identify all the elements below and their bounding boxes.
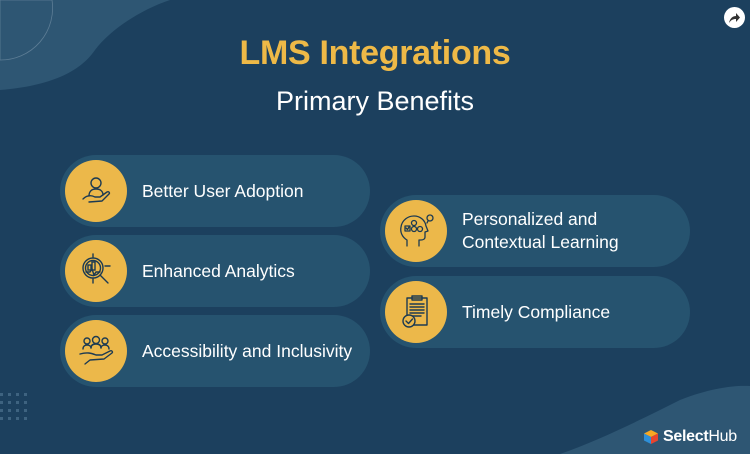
- clipboard-check-icon: [385, 281, 447, 343]
- benefit-label: Better User Adoption: [142, 180, 304, 201]
- page-title: LMS Integrations: [239, 34, 511, 72]
- magnifier-chart-icon: [65, 240, 127, 302]
- benefit-label: Timely Compliance: [462, 301, 611, 322]
- benefit-enhanced-analytics: Enhanced Analytics: [60, 235, 370, 307]
- head-ideas-icon: [385, 200, 447, 262]
- benefit-accessibility-inclusivity: Accessibility and Inclusivity: [60, 315, 370, 387]
- share-arrow-icon: [729, 12, 740, 23]
- benefit-label: Accessibility and Inclusivity: [142, 340, 353, 361]
- logo-text-bold: Select: [663, 428, 709, 445]
- benefit-label: Enhanced Analytics: [142, 260, 295, 281]
- page-subtitle: Primary Benefits: [275, 86, 475, 116]
- logo-text-regular: Hub: [708, 428, 737, 445]
- benefit-timely-compliance: Timely Compliance: [380, 276, 690, 348]
- benefit-label: Personalized and Contextual Learning: [462, 209, 619, 252]
- benefit-better-user-adoption: Better User Adoption: [60, 155, 370, 227]
- user-in-hand-icon: [65, 160, 127, 222]
- group-in-hand-icon: [65, 320, 127, 382]
- selecthub-cube-icon: [644, 430, 658, 444]
- share-button[interactable]: [724, 7, 745, 28]
- selecthub-logo: SelectHub: [643, 428, 737, 446]
- benefit-personalized-learning: Personalized and Contextual Learning: [380, 195, 690, 267]
